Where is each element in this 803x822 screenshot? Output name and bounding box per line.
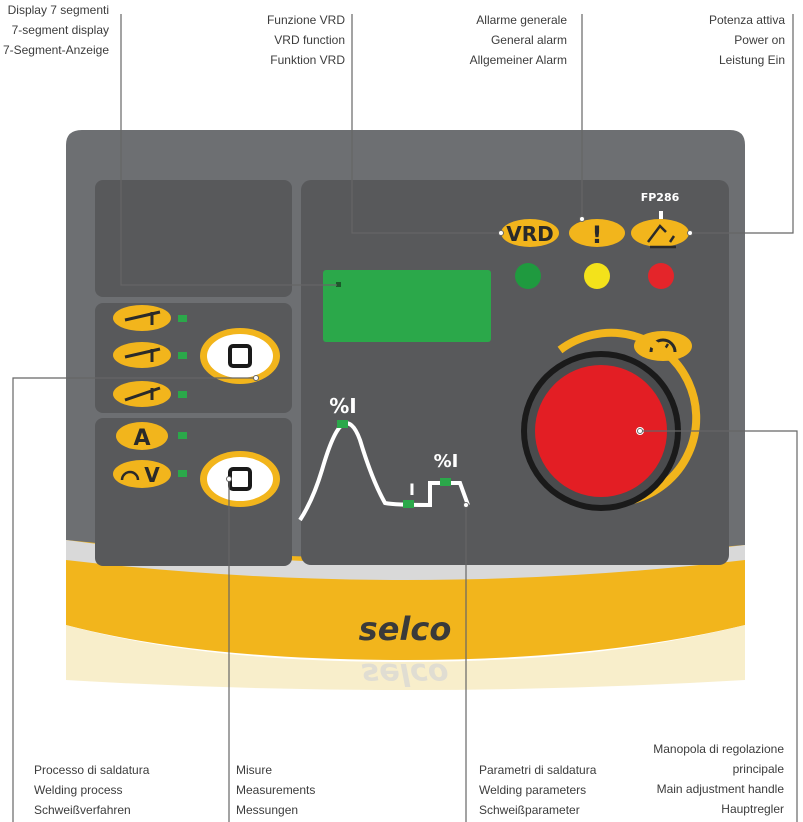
vrd-label: VRD xyxy=(506,222,553,246)
callout-power-en: Power on xyxy=(709,30,785,50)
left-top-box xyxy=(95,180,292,297)
process-led-2 xyxy=(178,352,187,359)
model-label: FP286 xyxy=(641,191,680,204)
volts-indicator-oval xyxy=(113,460,171,488)
callout-knob-de: Hauptregler xyxy=(653,799,784,819)
waveform-led-peak xyxy=(337,420,348,428)
brand-reflection: selco xyxy=(362,656,449,691)
volts-label: V xyxy=(144,463,160,487)
process-led-3 xyxy=(178,391,187,398)
brand-logo: selco xyxy=(359,610,452,648)
callout-params-en: Welding parameters xyxy=(479,780,596,800)
callout-measures: Misure Measurements Messungen xyxy=(236,760,315,820)
callout-knob: Manopola di regolazione principale Main … xyxy=(653,739,784,819)
waveform-led-base xyxy=(403,500,414,508)
callout-process-en: Welding process xyxy=(34,780,149,800)
amps-led xyxy=(178,432,187,439)
callout-measures-de: Messungen xyxy=(236,800,315,820)
callout-power-de: Leistung Ein xyxy=(709,50,785,70)
process-icons xyxy=(113,305,171,407)
callout-measures-it: Misure xyxy=(236,760,315,780)
callout-display-de: 7-Segment-Anzeige xyxy=(3,40,109,60)
pulse-current-label: %I xyxy=(434,451,459,472)
measure-button[interactable] xyxy=(207,457,273,501)
callout-power: Potenza attiva Power on Leistung Ein xyxy=(709,10,785,70)
callout-power-it: Potenza attiva xyxy=(709,10,785,30)
callout-display-en: 7-segment display xyxy=(3,20,109,40)
callout-params-it: Parametri di saldatura xyxy=(479,760,596,780)
callout-display-it: Display 7 segmenti xyxy=(3,0,109,20)
callout-knob-it-1: Manopola di regolazione xyxy=(653,739,784,759)
callout-display: Display 7 segmenti 7-segment display 7-S… xyxy=(3,0,109,60)
callout-knob-en: Main adjustment handle xyxy=(653,779,784,799)
callout-params-de: Schweißparameter xyxy=(479,800,596,820)
volts-led xyxy=(178,470,187,477)
callout-process: Processo di saldatura Welding process Sc… xyxy=(34,760,149,820)
callout-measures-en: Measurements xyxy=(236,780,315,800)
peak-current-label: %I xyxy=(329,394,356,418)
amps-label: A xyxy=(133,426,150,451)
vrd-led xyxy=(515,263,541,289)
callout-vrd-it: Funzione VRD xyxy=(267,10,345,30)
callout-vrd-de: Funktion VRD xyxy=(267,50,345,70)
callout-alarm-it: Allarme generale xyxy=(470,10,567,30)
callout-alarm: Allarme generale General alarm Allgemein… xyxy=(470,10,567,70)
process-led-1 xyxy=(178,315,187,322)
callout-knob-it-2: principale xyxy=(653,759,784,779)
seven-segment-display xyxy=(323,270,491,342)
alarm-led xyxy=(584,263,610,289)
power-indicator-oval xyxy=(631,219,689,247)
callout-alarm-de: Allgemeiner Alarm xyxy=(470,50,567,70)
mig-pulse-process-icon xyxy=(113,342,171,368)
callout-params: Parametri di saldatura Welding parameter… xyxy=(479,760,596,820)
waveform-led-pulse xyxy=(440,478,451,486)
base-current-label: I xyxy=(409,480,415,499)
power-led xyxy=(648,263,674,289)
callout-process-it: Processo di saldatura xyxy=(34,760,149,780)
callout-vrd: Funzione VRD VRD function Funktion VRD xyxy=(267,10,345,70)
callout-vrd-en: VRD function xyxy=(267,30,345,50)
callout-alarm-en: General alarm xyxy=(470,30,567,50)
callout-process-de: Schweißverfahren xyxy=(34,800,149,820)
mig-process-icon xyxy=(113,305,171,331)
model-tick xyxy=(659,211,663,219)
process-button[interactable] xyxy=(207,334,273,378)
alarm-label: ! xyxy=(592,221,603,249)
